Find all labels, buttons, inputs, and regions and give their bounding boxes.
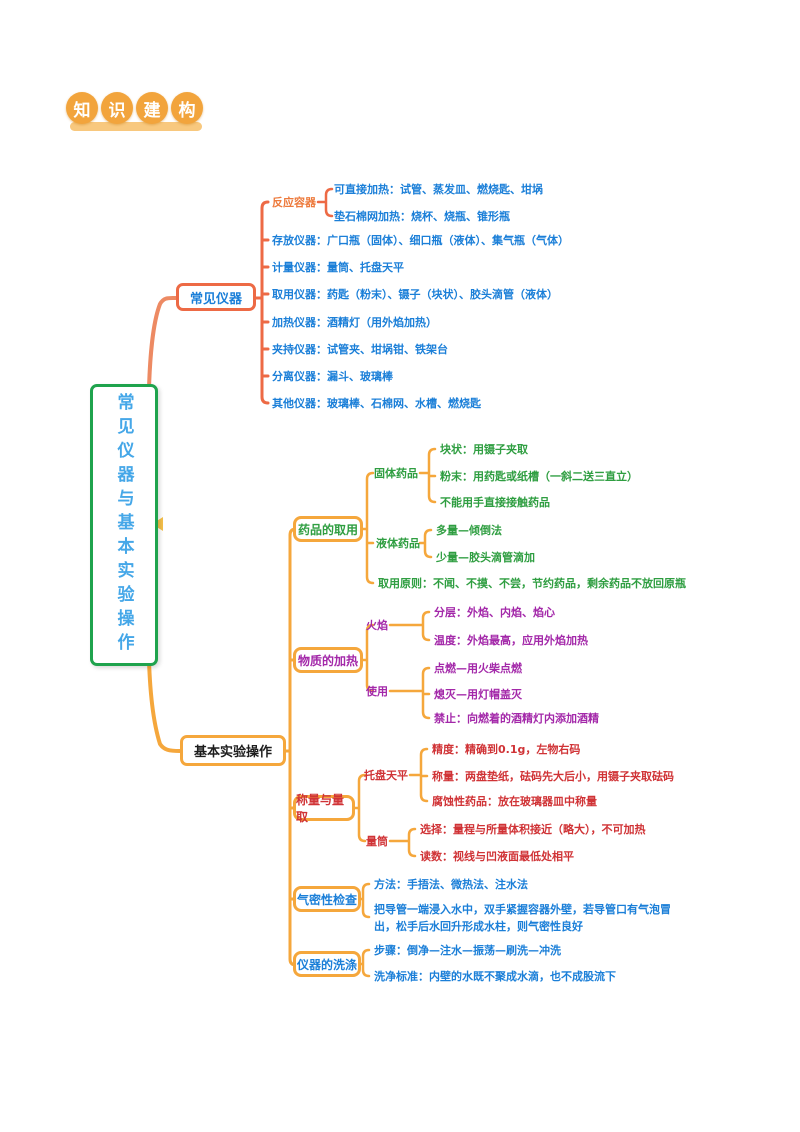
instrument-item: 取用仪器：药匙（粉末）、镊子（块状）、胶头滴管（液体） [272, 288, 558, 301]
instruments-node: 常见仪器 [176, 283, 256, 311]
operations-node-label: 基本实验操作 [193, 745, 272, 760]
usage-item: 熄灭—用灯帽盖灭 [434, 688, 522, 701]
badge-char: 知 [73, 100, 91, 121]
liquid-item: 多量—倾倒法 [436, 524, 502, 537]
knowledge-badge: 知 识 建 构 [66, 92, 203, 131]
airtight-node-label: 气密性检查 [296, 892, 357, 907]
solid-item: 不能用手直接接触药品 [440, 496, 550, 509]
usage-label: 使用 [366, 685, 388, 698]
medicine-node-label: 药品的取用 [297, 522, 358, 537]
measuring-node: 称量与量取 [293, 793, 355, 824]
root-node-label: 常见仪器与基本实验操作 [113, 393, 134, 657]
instrument-item: 计量仪器：量筒、托盘天平 [272, 261, 404, 274]
reaction-item: 可直接加热：试管、蒸发皿、燃烧匙、坩埚 [334, 183, 543, 196]
washing-node-label: 仪器的洗涤 [296, 957, 357, 972]
reaction-group-label: 反应容器 [272, 196, 316, 209]
usage-item: 点燃—用火柴点燃 [434, 662, 522, 675]
airtight-item: 把导管一端浸入水中，双手紧握容器外壁，若导管口有气泡冒出，松手后水回升形成水柱，… [374, 902, 671, 933]
heating-node-label: 物质的加热 [297, 653, 358, 668]
cylinder-label: 量筒 [366, 835, 388, 848]
root-node: 常见仪器与基本实验操作 [90, 384, 158, 666]
instrument-item: 其他仪器：玻璃棒、石棉网、水槽、燃烧匙 [272, 397, 481, 410]
badge-underline [70, 122, 202, 131]
heating-node: 物质的加热 [293, 647, 363, 673]
badge-char: 识 [108, 100, 126, 121]
usage-item: 禁止：向燃着的酒精灯内添加酒精 [434, 712, 599, 725]
liquid-label: 液体药品 [376, 537, 420, 550]
solid-item: 块状：用镊子夹取 [440, 443, 528, 456]
airtight-item: 方法：手捂法、微热法、注水法 [374, 878, 528, 891]
instrument-item: 加热仪器：酒精灯（用外焰加热） [272, 316, 437, 329]
solid-label: 固体药品 [374, 467, 418, 480]
instruments-node-label: 常见仪器 [189, 291, 242, 307]
washing-node: 仪器的洗涤 [293, 951, 361, 977]
measuring-node-label: 称量与量取 [296, 793, 345, 824]
medicine-principle: 取用原则：不闻、不摸、不尝，节约药品，剩余药品不放回原瓶 [378, 577, 686, 590]
liquid-item: 少量—胶头滴管滴加 [436, 551, 535, 564]
reaction-item: 垫石棉网加热：烧杯、烧瓶、锥形瓶 [334, 210, 510, 223]
flame-label: 火焰 [366, 619, 388, 632]
balance-item: 精度：精确到0.1g，左物右码 [432, 743, 581, 756]
balance-item: 腐蚀性药品：放在玻璃器皿中称量 [432, 795, 597, 808]
flame-item: 温度：外焰最高，应用外焰加热 [434, 634, 588, 647]
badge-char-circle: 识 [101, 92, 133, 124]
washing-item: 步骤：倒净—注水—振荡—刷洗—冲洗 [374, 944, 561, 957]
operations-node: 基本实验操作 [180, 735, 286, 766]
balance-label: 托盘天平 [364, 769, 408, 782]
instrument-item: 夹持仪器：试管夹、坩埚钳、铁架台 [272, 343, 448, 356]
solid-item: 粉末：用药匙或纸槽（一斜二送三直立） [440, 470, 638, 483]
badge-char-circle: 建 [136, 92, 168, 124]
cylinder-item: 选择：量程与所量体积接近（略大），不可加热 [420, 823, 646, 836]
instrument-item: 存放仪器：广口瓶（固体）、细口瓶（液体）、集气瓶（气体） [272, 234, 569, 247]
badge-char: 建 [143, 100, 161, 121]
balance-item: 称量：两盘垫纸，砝码先大后小，用镊子夹取砝码 [432, 770, 674, 783]
medicine-node: 药品的取用 [293, 516, 363, 542]
washing-item: 洗净标准：内壁的水既不聚成水滴，也不成股流下 [374, 970, 616, 983]
badge-char: 构 [178, 100, 196, 121]
instrument-item: 分离仪器：漏斗、玻璃棒 [272, 370, 393, 383]
airtight-node: 气密性检查 [293, 886, 361, 912]
badge-char-circle: 构 [171, 92, 203, 124]
badge-char-circle: 知 [66, 92, 98, 124]
cylinder-item: 读数：视线与凹液面最低处相平 [420, 850, 574, 863]
flame-item: 分层：外焰、内焰、焰心 [434, 606, 555, 619]
